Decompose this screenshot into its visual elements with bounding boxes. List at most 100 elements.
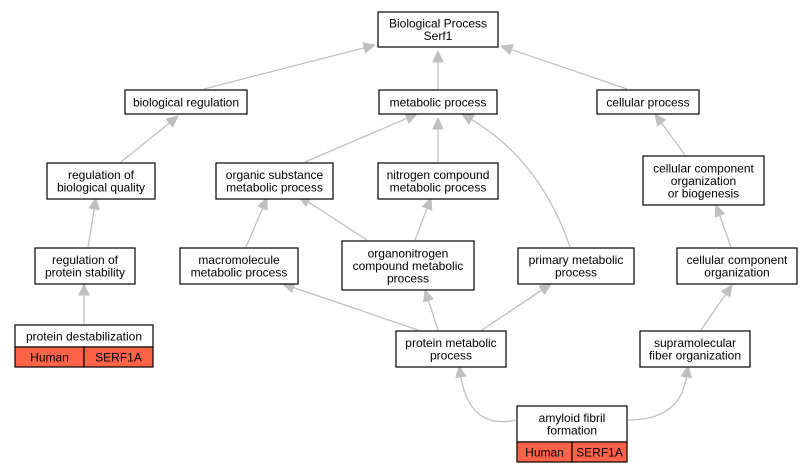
arrowhead-protein-destabilization-to-regulation-of-protein-stability (78, 282, 90, 296)
node-label-amyloid-fibril-formation-1: amyloid fibril (539, 411, 606, 425)
node-label-nitrogen-compound-metabolic-process-2: metabolic process (390, 181, 487, 195)
node-label-metabolic-process-1: metabolic process (390, 95, 487, 109)
node-label-amyloid-fibril-formation-2: formation (547, 424, 597, 438)
arrowhead-amyloid-fibril-formation-to-protein-metabolic-process (455, 364, 467, 379)
node-label-organic-substance-metabolic-process-2: metabolic process (226, 181, 323, 195)
edge-biological-regulation-to-root (203, 47, 365, 90)
edge-cellular-component-organization-or-biogenesis-to-cellular-process (660, 122, 686, 156)
node-label-organonitrogen-compound-metabolic-process-1: organonitrogen (368, 246, 449, 260)
node-label-macromolecule-metabolic-process-1: macromolecule (198, 253, 280, 267)
arrowhead-regulation-of-protein-stability-to-regulation-of-biological-quality (88, 196, 100, 211)
node-box-cellular-process (596, 89, 700, 115)
node-label-primary-metabolic-process-2: process (555, 266, 597, 280)
node-label-organic-substance-metabolic-process-1: organic substance (226, 168, 324, 182)
node-label-protein-metabolic-process-2: process (430, 349, 472, 363)
edge-cellular-process-to-root (511, 48, 628, 90)
node-label-organonitrogen-compound-metabolic-process-3: process (387, 271, 429, 285)
node-label-supramolecular-fiber-organization-1: supramolecular (654, 336, 736, 350)
edge-macromolecule-metabolic-process-to-organic-substance-metabolic-process (245, 207, 264, 248)
node-metabolic-process[interactable]: metabolic process (378, 89, 498, 115)
node-label-nitrogen-compound-metabolic-process-1: nitrogen compound (387, 168, 490, 182)
node-label-cellular-component-organization-or-biogenesis-2: organization (671, 174, 736, 188)
edge-layer (78, 42, 733, 423)
edge-amyloid-fibril-formation-to-supramolecular-fiber-organization (627, 376, 688, 421)
edge-regulation-of-biological-quality-to-biological-regulation (120, 122, 170, 163)
arrowhead-cellular-component-organization-to-cellular-component-organization-or-biogenesis (714, 203, 726, 218)
arrowhead-organonitrogen-compound-metabolic-process-to-nitrogen-compound-metabolic-process (421, 196, 433, 211)
node-cellular-process[interactable]: cellular process (596, 89, 700, 115)
edge-organic-substance-metabolic-process-to-metabolic-process (304, 117, 408, 163)
arrowhead-cellular-component-organization-or-biogenesis-to-cellular-process (654, 113, 667, 127)
node-label-root-1: Biological Process (389, 17, 487, 31)
arrowhead-nitrogen-compound-metabolic-process-to-metabolic-process (432, 116, 444, 130)
node-label-cellular-component-organization-1: cellular component (687, 253, 788, 267)
annotation-cell-amyloid-fibril-formation-2 (571, 441, 628, 463)
annotation-label-protein-destabilization-gene: SERF1A (95, 350, 142, 364)
arrowhead-regulation-of-biological-quality-to-biological-regulation (165, 115, 179, 128)
node-box-root (377, 11, 499, 48)
edge-protein-metabolic-process-to-primary-metabolic-process (481, 289, 543, 331)
node-box-regulation-of-protein-stability (34, 247, 136, 285)
arrowhead-protein-metabolic-process-to-primary-metabolic-process (538, 283, 553, 296)
annotation-cell-protein-destabilization-2 (83, 346, 154, 368)
node-box-cellular-component-organization (676, 247, 798, 285)
node-box-nitrogen-compound-metabolic-process (377, 162, 499, 200)
node-biological-regulation[interactable]: biological regulation (124, 89, 248, 115)
node-label-cellular-component-organization-2: organization (704, 266, 769, 280)
edge-protein-metabolic-process-to-organonitrogen-compound-metabolic-process (427, 300, 439, 331)
node-label-regulation-of-biological-quality-2: biological quality (57, 181, 145, 195)
node-box-supramolecular-fiber-organization (639, 330, 751, 368)
node-box-macromolecule-metabolic-process (179, 247, 299, 285)
annotation-label-protein-destabilization-species: Human (30, 350, 69, 364)
node-label-regulation-of-biological-quality-1: regulation of (68, 168, 135, 182)
node-box-metabolic-process (378, 89, 498, 115)
node-box-protein-metabolic-process (395, 330, 507, 368)
edge-protein-metabolic-process-to-macromolecule-metabolic-process (293, 286, 419, 331)
node-label-cellular-component-organization-or-biogenesis-3: or biogenesis (668, 186, 739, 200)
node-box-organic-substance-metabolic-process (215, 162, 334, 200)
arrowhead-cellular-process-to-root (499, 44, 514, 56)
edge-organonitrogen-compound-metabolic-process-to-nitrogen-compound-metabolic-process (414, 208, 428, 241)
edge-regulation-of-protein-stability-to-regulation-of-biological-quality (87, 208, 95, 248)
node-label-organonitrogen-compound-metabolic-process-2: compound metabolic (353, 259, 464, 273)
edge-cellular-component-organization-to-cellular-component-organization-or-biogenesis (719, 215, 732, 248)
node-box-amyloid-fibril-formation (516, 405, 628, 443)
node-label-root-2: Serf1 (424, 29, 453, 43)
edge-organonitrogen-compound-metabolic-process-to-organic-substance-metabolic-process (307, 201, 368, 241)
node-label-primary-metabolic-process-1: primary metabolic (529, 253, 624, 267)
node-label-cellular-process-1: cellular process (606, 95, 689, 109)
node-label-protein-metabolic-process-1: protein metabolic (405, 336, 496, 350)
annotation-label-amyloid-fibril-formation-gene: SERF1A (576, 445, 623, 459)
node-label-regulation-of-protein-stability-2: protein stability (45, 266, 125, 280)
node-label-biological-regulation-1: biological regulation (133, 95, 239, 109)
arrowhead-macromolecule-metabolic-process-to-organic-substance-metabolic-process (257, 196, 268, 211)
node-label-protein-destabilization-1: protein destabilization (26, 329, 142, 343)
edge-supramolecular-fiber-organization-to-cellular-component-organization (700, 293, 727, 331)
edge-primary-metabolic-process-to-metabolic-process (471, 119, 571, 248)
edge-amyloid-fibril-formation-to-protein-metabolic-process (460, 376, 517, 423)
node-box-cellular-component-organization-or-biogenesis (642, 155, 765, 206)
annotation-label-amyloid-fibril-formation-species: Human (525, 445, 564, 459)
node-box-biological-regulation (124, 89, 248, 115)
node-label-macromolecule-metabolic-process-2: metabolic process (191, 266, 288, 280)
node-label-supramolecular-fiber-organization-2: fiber organization (649, 349, 741, 363)
arrowhead-amyloid-fibril-formation-to-supramolecular-fiber-organization (680, 364, 693, 379)
node-box-primary-metabolic-process (517, 247, 635, 285)
